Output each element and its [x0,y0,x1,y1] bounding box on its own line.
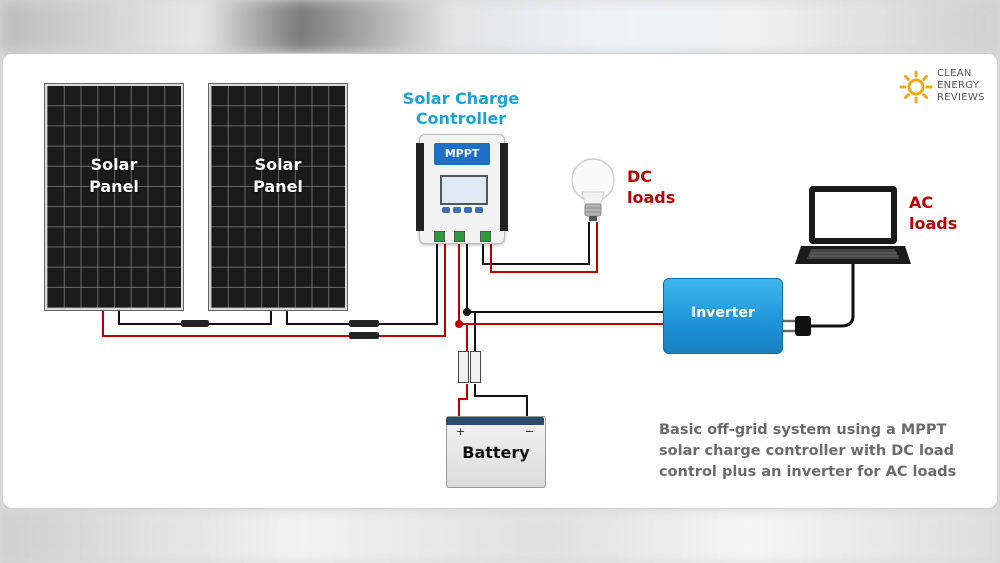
logo-line2: ENERGY [937,80,980,91]
fuse-negative [470,351,481,383]
fuse-positive [458,351,469,383]
battery-label: Battery [462,443,530,462]
controller-terminal-3 [480,231,491,242]
dc-loads-line2: loads [627,188,676,207]
diagram-caption: Basic off-grid system using a MPPT solar… [659,420,979,483]
mc4-connector-1 [181,320,209,327]
inverter-label: Inverter [691,305,755,321]
fuse-to-battery-negative [474,384,528,416]
blurred-background-top [0,0,1000,52]
caption-line-2: solar charge controller with DC load [659,443,955,459]
pv-positive-to-controller [379,240,446,337]
blurred-background-bottom [0,510,1000,563]
logo-text: CLEAN ENERGY REVIEWS [937,68,985,104]
solar-panel-2-label-line2: Panel [253,177,303,196]
battery-minus-sign: − [525,425,535,438]
pv-negative-to-controller [379,240,438,325]
dc-load-negative-wire [482,222,590,265]
controller-button-1 [442,207,450,213]
inverter: Inverter [663,278,783,354]
controller-button-3 [464,207,472,213]
controller-title: Solar Charge Controller [401,89,521,129]
series-link-wire [209,306,272,325]
dc-load-positive-wire [490,222,598,273]
mppt-charge-controller: MPPT [416,134,508,244]
panel1-negative-wire [118,306,187,325]
mc4-connector-3 [349,332,379,339]
dc-loads-line1: DC [627,167,653,186]
diagram-card: Solar Panel Solar Panel Solar Charge Con… [2,53,998,509]
battery-positive-bus [458,240,468,354]
caption-line-1: Basic off-grid system using a MPPT [659,422,947,438]
laptop-icon [795,186,911,264]
battery: + − Battery [446,416,546,488]
ac-plug-icon [783,316,811,336]
mc4-connector-2 [349,320,379,327]
wiring [102,158,911,416]
panel2-negative-wire [286,306,351,325]
controller-terminal-2 [454,231,465,242]
battery-plus-sign: + [456,425,466,438]
controller-title-line2: Controller [415,109,507,128]
fuse-to-battery-positive [458,384,468,416]
controller-left-bracket [416,143,424,231]
ac-loads-line2: loads [909,214,958,233]
negative-junction [463,308,471,316]
solar-panel-1-label: Solar Panel [47,154,181,198]
controller-title-line1: Solar Charge [402,89,520,108]
battery-negative-bus [466,240,476,354]
battery-top [446,417,544,425]
controller-button-4 [475,207,483,213]
ac-cable [809,264,855,328]
panel1-positive-wire [102,306,187,337]
dc-loads-label: DC loads [627,166,675,208]
light-bulb-icon [571,158,615,221]
solar-panel-2-label-line1: Solar [254,155,302,174]
ac-loads-label: AC loads [909,192,957,234]
solar-panel-2-label: Solar Panel [211,154,345,198]
controller-display [440,175,488,205]
caption-line-3: control plus an inverter for AC loads [659,464,957,480]
logo-line1: CLEAN [937,68,972,79]
sun-icon [899,70,933,104]
controller-terminal-1 [434,231,445,242]
solar-panel-1-label-line2: Panel [89,177,139,196]
ac-loads-line1: AC [909,193,934,212]
controller-button-2 [453,207,461,213]
controller-right-bracket [500,143,508,231]
mppt-badge: MPPT [434,143,490,165]
solar-panel-1-label-line1: Solar [90,155,138,174]
clean-energy-reviews-logo: CLEAN ENERGY REVIEWS [899,66,997,106]
solar-panel-2: Solar Panel [208,83,348,311]
solar-panel-1: Solar Panel [44,83,184,311]
positive-junction [455,320,463,328]
logo-line3: REVIEWS [937,92,985,103]
